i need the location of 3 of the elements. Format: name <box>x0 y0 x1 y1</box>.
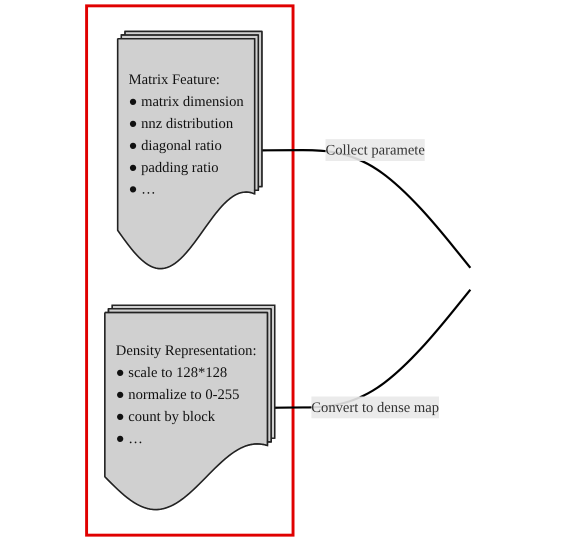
cluster <box>84 4 294 537</box>
edge-label: Collect paramete <box>325 142 424 158</box>
edge-label: Convert to dense map <box>310 399 439 416</box>
